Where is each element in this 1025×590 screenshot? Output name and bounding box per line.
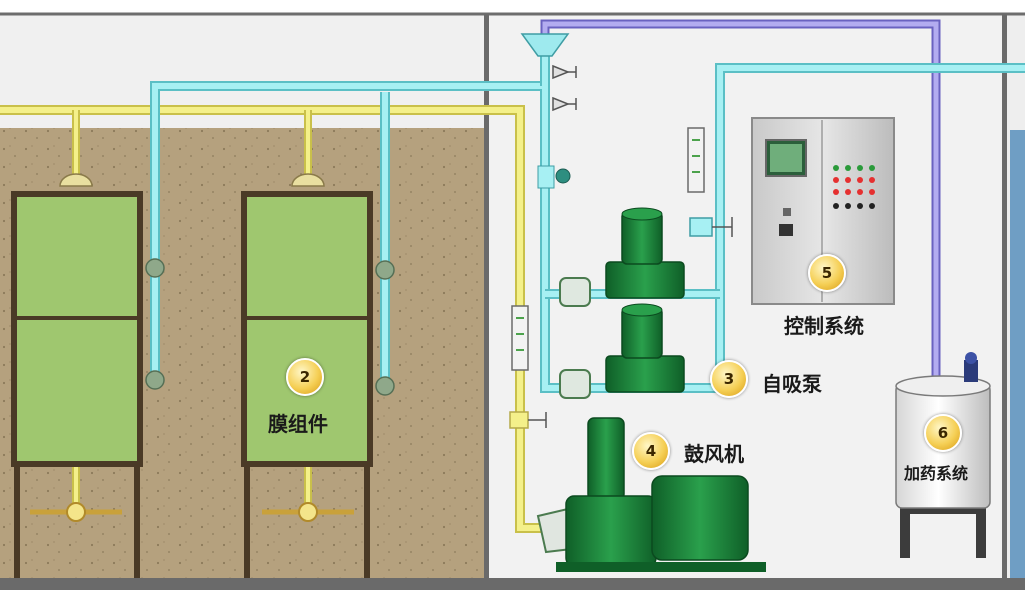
dosing-label: 加药系统 — [904, 464, 969, 483]
badge-blower: 4 — [632, 432, 670, 470]
membrane-module-1 — [11, 191, 143, 578]
wall-right — [1002, 14, 1007, 580]
badge-pump: 3 — [710, 360, 748, 398]
pump-label: 自吸泵 — [762, 372, 822, 396]
badge-dosing: 6 — [924, 414, 962, 452]
membrane-module-2 — [241, 191, 373, 578]
valve-icon — [552, 64, 577, 112]
blower-icon — [536, 417, 766, 572]
inlet-funnel-icon — [520, 33, 570, 57]
water-pipe — [150, 40, 1025, 393]
flow-meter-icon — [511, 127, 705, 371]
badge-membrane: 2 — [286, 358, 324, 396]
badge-control: 5 — [808, 254, 846, 292]
control-label: 控制系统 — [784, 314, 864, 338]
pipe-joint-icons — [145, 258, 395, 396]
blower-label: 鼓风机 — [684, 442, 744, 466]
check-valve-icon — [537, 165, 571, 189]
pump-icon — [559, 207, 685, 399]
valve-icon — [509, 217, 733, 429]
floor — [0, 578, 1025, 590]
wall-left — [484, 14, 489, 580]
clean-water-tank — [1010, 130, 1025, 580]
membrane-label: 膜组件 — [268, 412, 328, 436]
